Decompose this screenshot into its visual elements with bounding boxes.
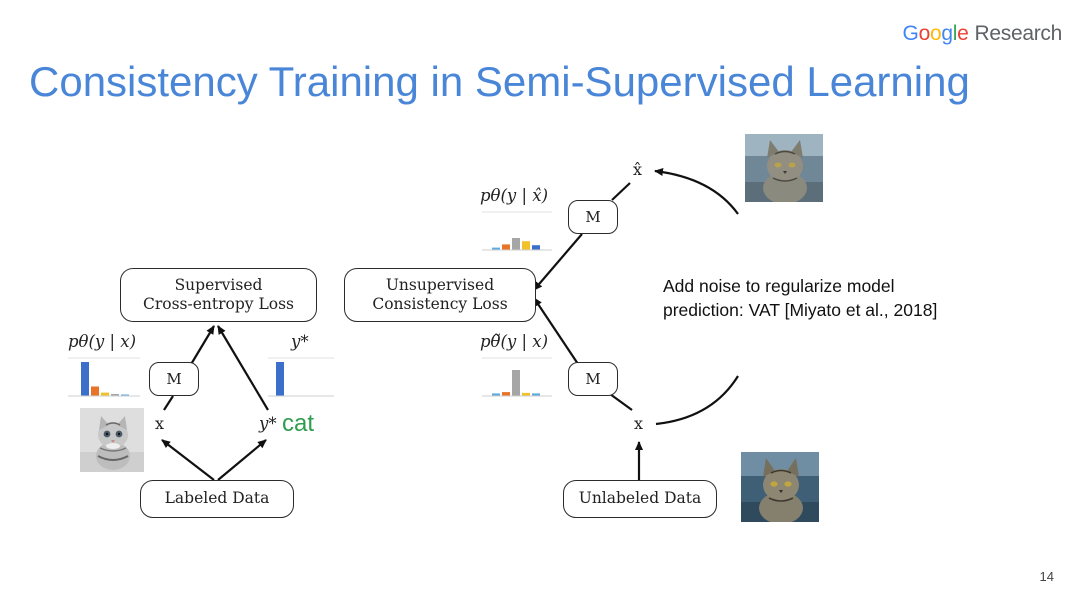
- model-box-right-bottom: M: [568, 362, 618, 396]
- model-box-right-top: M: [568, 200, 618, 234]
- model-label: M: [585, 369, 601, 388]
- kitten-image: [80, 408, 144, 472]
- logo-letter: G: [902, 22, 919, 45]
- line-xhat-to-m-top: [611, 182, 631, 201]
- arrow-labeled-to-x: [161, 439, 215, 481]
- supervised-loss-box: Supervised Cross-entropy Loss: [120, 268, 317, 322]
- vat-note-line2: prediction: VAT [Miyato et al., 2018]: [663, 300, 938, 320]
- ystar-variable: y*: [259, 414, 277, 433]
- supervised-loss-line2: Cross-entropy Loss: [142, 295, 294, 313]
- labeled-data-label: Labeled Data: [164, 489, 270, 508]
- histogram-bar: [502, 244, 510, 250]
- labeled-data-box: Labeled Data: [140, 480, 294, 518]
- cat-image-noised: [745, 134, 823, 202]
- arrow-ystar-to-supervised: [217, 325, 269, 411]
- target-label: y*: [291, 332, 309, 351]
- model-label: M: [585, 207, 601, 226]
- line-x-to-m: [163, 395, 174, 411]
- histogram-bar: [101, 392, 109, 396]
- histogram-bar: [276, 362, 284, 396]
- histogram-bar: [522, 241, 530, 250]
- cat-label: cat: [282, 410, 315, 437]
- histogram-bar: [502, 392, 510, 396]
- pred-label-left: pθ(y | x): [68, 332, 137, 351]
- logo-letter: e: [957, 22, 969, 45]
- supervised-loss-line1: Supervised: [174, 275, 263, 294]
- vat-note-line1: Add noise to regularize model: [663, 276, 895, 296]
- vat-note: Add noise to regularize model prediction…: [663, 274, 937, 322]
- consistency-loss-box: Unsupervised Consistency Loss: [344, 268, 536, 322]
- x-variable-left: x: [155, 414, 165, 433]
- model-box-left: M: [149, 362, 199, 396]
- noise-curve-upper: [654, 168, 739, 215]
- noise-curve-lower: [655, 375, 739, 426]
- histogram-bar: [532, 245, 540, 250]
- slide-title: Consistency Training in Semi-Supervised …: [29, 58, 970, 105]
- logo-letter: g: [941, 22, 953, 45]
- logo-letter: l: [952, 22, 958, 45]
- logo-research-text: Research: [974, 22, 1063, 45]
- histogram-bar: [512, 238, 520, 250]
- page-number: 14: [1039, 569, 1054, 584]
- x-variable-right: x: [634, 414, 644, 433]
- pred-hat-label: pθ(y | x̂): [480, 186, 549, 205]
- histogram-bar: [492, 393, 500, 396]
- model-label: M: [166, 369, 182, 388]
- histogram-bar: [81, 362, 89, 396]
- histogram-bar: [512, 370, 520, 396]
- consistency-loss-line1: Unsupervised: [385, 275, 495, 294]
- pred-tilde-label: pθ̃(y | x): [480, 332, 549, 351]
- unlabeled-data-label: Unlabeled Data: [578, 489, 702, 508]
- logo-letter: o: [918, 22, 931, 45]
- arrow-m-top-to-consistency: [533, 233, 583, 291]
- histogram-bar: [111, 393, 119, 396]
- arrow-m-bottom-to-consistency: [533, 297, 579, 365]
- histogram-bar: [121, 394, 129, 396]
- histogram-bar: [532, 393, 540, 396]
- arrow-labeled-to-ystar: [217, 439, 267, 481]
- arrow-m-to-supervised: [189, 325, 215, 367]
- line-x-to-m-bottom: [609, 393, 633, 411]
- xhat-variable: x̂: [633, 160, 643, 179]
- histogram-bar: [492, 247, 500, 250]
- histogram-bar: [522, 392, 530, 396]
- consistency-loss-line2: Consistency Loss: [372, 295, 508, 313]
- logo-letter: o: [929, 22, 942, 45]
- cat-image-unlabeled: [741, 452, 819, 522]
- unlabeled-data-box: Unlabeled Data: [563, 480, 717, 518]
- histogram-bar: [91, 386, 99, 396]
